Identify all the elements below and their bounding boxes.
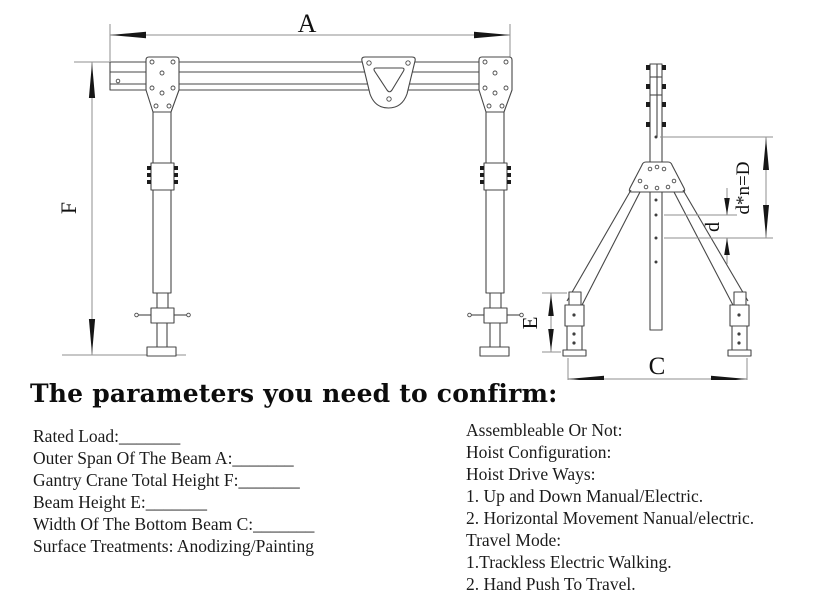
- parameter-list-left: Rated Load:_______ Outer Span Of The Bea…: [33, 425, 314, 557]
- param-travel-mode: Travel Mode:: [466, 530, 562, 550]
- gantry-side-view: d*n=D d E: [518, 63, 773, 380]
- dimension-a: A: [109, 9, 511, 61]
- param-total-height-f: Gantry Crane Total Height F:_______: [33, 470, 300, 490]
- dimension-dn: d*n=D: [660, 136, 773, 239]
- left-leg: [134, 56, 191, 357]
- dim-label-dn: d*n=D: [733, 162, 754, 215]
- param-travel-mode-2: 2. Hand Push To Travel.: [466, 574, 636, 594]
- side-column: [646, 63, 666, 331]
- dimension-c: C: [567, 353, 748, 380]
- dimension-e: E: [518, 292, 567, 353]
- page-title: The parameters you need to confirm:: [30, 379, 558, 408]
- side-top-plate: [628, 161, 686, 193]
- param-bottom-width-c: Width Of The Bottom Beam C:_______: [33, 514, 315, 534]
- right-leg: [467, 56, 524, 357]
- left-wheel-post: [562, 291, 587, 357]
- trolley-hanger-plate: [361, 56, 416, 109]
- param-hoist-configuration: Hoist Configuration:: [466, 442, 612, 462]
- dimension-d: d: [664, 188, 737, 264]
- dim-label-c: C: [649, 353, 666, 380]
- param-rated-load: Rated Load:_______: [33, 426, 181, 446]
- parameter-list-right: Assembleable Or Not: Hoist Configuration…: [466, 419, 754, 595]
- dim-label-d: d: [702, 222, 724, 232]
- param-outer-span-a: Outer Span Of The Beam A:_______: [33, 448, 294, 468]
- param-travel-mode-1: 1.Trackless Electric Walking.: [466, 552, 672, 572]
- dim-label-f: F: [56, 202, 81, 214]
- gantry-front-view: A F: [56, 9, 524, 357]
- param-surface-treatments: Surface Treatments: Anodizing/Painting: [33, 536, 314, 556]
- param-hoist-drive-ways: Hoist Drive Ways:: [466, 464, 596, 484]
- param-hoist-drive-1: 1. Up and Down Manual/Electric.: [466, 486, 704, 506]
- right-wheel-post: [727, 291, 752, 357]
- dimension-f: F: [56, 61, 186, 356]
- dim-label-e: E: [518, 317, 542, 330]
- param-hoist-drive-2: 2. Horizontal Movement Nanual/electric.: [466, 508, 755, 528]
- dim-label-a: A: [298, 9, 317, 38]
- gantry-crane-technical-drawing: A F: [56, 9, 773, 380]
- param-beam-height-e: Beam Height E:_______: [33, 492, 208, 512]
- param-assembleable: Assembleable Or Not:: [466, 420, 623, 440]
- a-frame-legs: [566, 189, 749, 310]
